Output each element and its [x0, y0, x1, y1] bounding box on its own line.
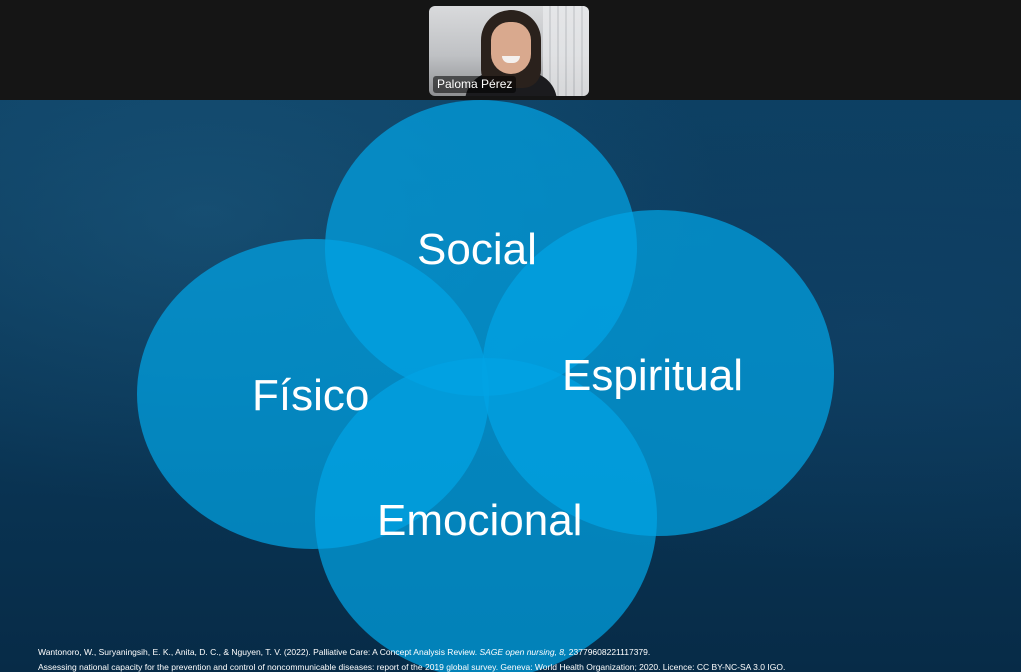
circle-emocional	[315, 358, 657, 672]
participant-face	[491, 22, 531, 74]
background-window	[543, 6, 589, 96]
label-emocional: Emocional	[377, 496, 583, 545]
label-espiritual: Espiritual	[562, 351, 743, 400]
reference-1-id: 23779608221117379.	[568, 647, 651, 657]
participant-name-label: Paloma Pérez	[433, 76, 517, 93]
video-strip: Paloma Pérez	[0, 0, 1021, 100]
label-social: Social	[417, 225, 537, 274]
reference-2: Assessing national capacity for the prev…	[38, 662, 786, 672]
venn-diagram	[137, 100, 834, 672]
reference-1-journal: SAGE open nursing, 8,	[479, 647, 567, 657]
references: Wantonoro, W., Suryaningsih, E. K., Anit…	[38, 645, 785, 672]
shared-slide: Social Físico Espiritual Emocional Wanto…	[0, 100, 1021, 672]
participant-video-tile[interactable]: Paloma Pérez	[429, 6, 589, 96]
reference-1: Wantonoro, W., Suryaningsih, E. K., Anit…	[38, 645, 785, 660]
label-fisico: Físico	[252, 371, 370, 420]
participant-smile	[502, 56, 520, 63]
reference-1-authors: Wantonoro, W., Suryaningsih, E. K., Anit…	[38, 647, 478, 657]
